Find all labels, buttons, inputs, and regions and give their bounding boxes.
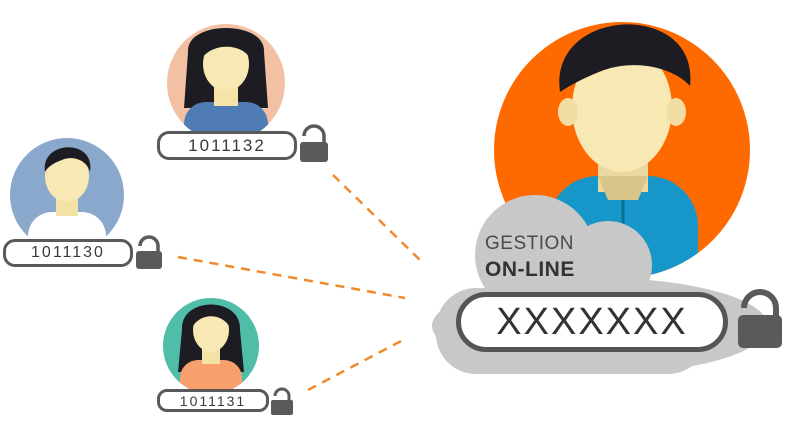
connector-bottom [307, 338, 404, 392]
connectors [177, 174, 423, 392]
user-avatar-bottom [163, 298, 259, 394]
lock-icon [300, 124, 328, 162]
lock-icon [271, 387, 293, 415]
user-id-badge-top: 1011132 [157, 131, 297, 160]
user-id-label: 1011132 [188, 135, 266, 155]
portal-subtitle: ON-LINE [485, 258, 575, 281]
user-id-badge-bottom: 1011131 [157, 389, 269, 412]
password-value: XXXXXXX [496, 300, 688, 343]
password-field: XXXXXXX [456, 292, 728, 352]
connector-top [332, 174, 423, 263]
user-avatar-top [167, 24, 285, 142]
lock-icon [738, 289, 782, 348]
user-id-label: 1011131 [179, 392, 247, 409]
user-id-label: 1011130 [31, 244, 105, 261]
connector-left [177, 255, 406, 300]
portal-title: GESTION [485, 233, 575, 254]
lock-icon [136, 235, 162, 269]
user-id-badge-left: 1011130 [3, 239, 133, 267]
